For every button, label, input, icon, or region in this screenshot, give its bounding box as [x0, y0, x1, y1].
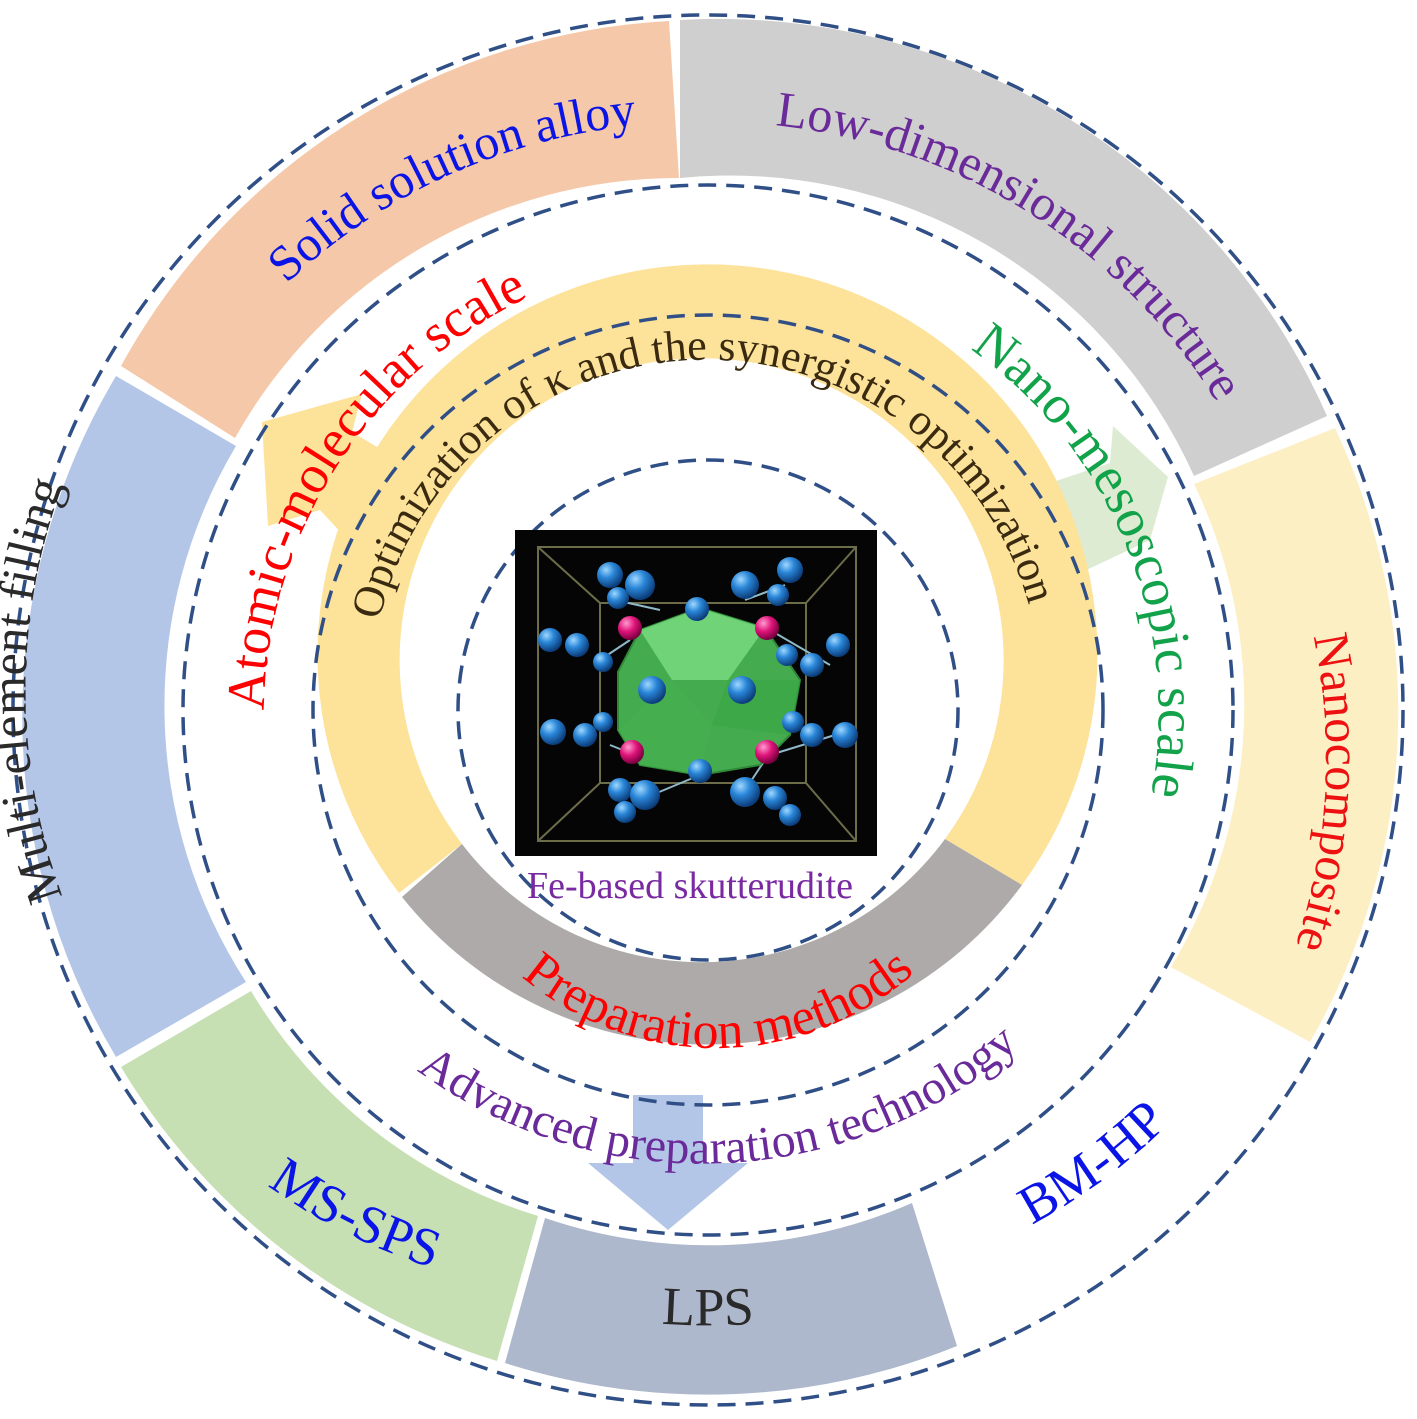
- pink-atoms: [618, 616, 779, 764]
- label-fe-based-skutterudite: Fe-based skutterudite: [527, 865, 853, 907]
- cage-face-top: [640, 608, 765, 680]
- dashed-circles: [11, 13, 1405, 1407]
- segment-solid-solution-alloy: [121, 21, 679, 438]
- inner-ring-preparation-band: [402, 839, 1022, 1045]
- segment-ms-sps: [121, 991, 538, 1361]
- outer-ring: [22, 18, 1399, 1395]
- dashed-circle-third: [311, 313, 1105, 1107]
- segment-lps: [505, 1203, 957, 1395]
- dashed-circle-inner: [456, 458, 960, 962]
- arrow-preparation: [588, 1095, 748, 1230]
- skutterudite-crystal-image: [515, 530, 877, 856]
- segment-low-dimensional-structure: [680, 18, 1327, 476]
- dashed-circle-second: [181, 183, 1235, 1237]
- unit-cell-edges: [537, 546, 857, 842]
- inner-ring-optimization-band: [317, 264, 1098, 893]
- inner-ring: [317, 264, 1098, 1045]
- blue-atoms: [538, 557, 858, 826]
- label-bm-hp: BM-HP: [1008, 1089, 1177, 1236]
- dashed-circle-outer: [11, 13, 1405, 1407]
- label-lps: LPS: [661, 1276, 755, 1338]
- segment-nanocomposite: [1171, 428, 1399, 1042]
- segment-multi-element-filling: [22, 376, 246, 1057]
